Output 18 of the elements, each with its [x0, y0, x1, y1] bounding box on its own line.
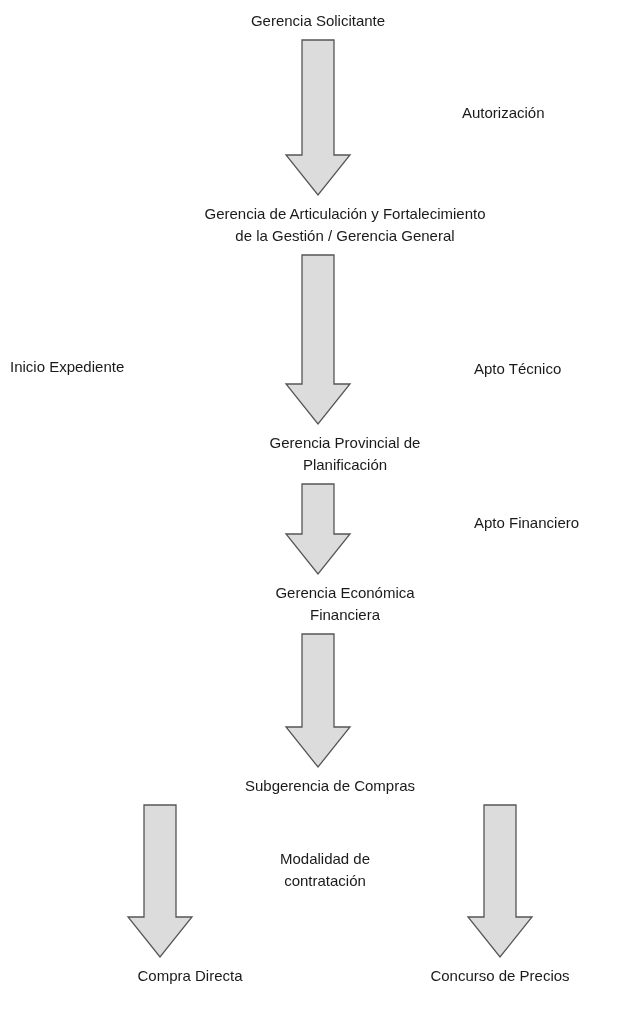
node-label: Gerencia Económica Financiera — [274, 583, 416, 625]
annotation-text: Apto Financiero — [474, 513, 581, 533]
block-arrow — [284, 254, 352, 426]
block-arrow — [466, 804, 534, 959]
node-label: Gerencia Solicitante — [249, 11, 387, 31]
block-arrow — [284, 39, 352, 197]
node-label: Gerencia Provincial de Planificación — [268, 433, 422, 475]
node-label: Compra Directa — [136, 966, 244, 986]
annotation-text: Autorización — [462, 103, 546, 123]
block-arrow — [284, 483, 352, 576]
node-label: Concurso de Precios — [429, 966, 571, 986]
node-label: Subgerencia de Compras — [243, 776, 417, 796]
annotation-text: Inicio Expediente — [10, 357, 126, 377]
block-arrow — [284, 633, 352, 769]
annotation-text: Apto Técnico — [474, 359, 563, 379]
node-label: Gerencia de Articulación y Fortalecimiento de la Gestión / Gerencia General — [203, 204, 487, 246]
annotation-text: Modalidad de contratación — [278, 849, 372, 891]
block-arrow — [126, 804, 194, 959]
